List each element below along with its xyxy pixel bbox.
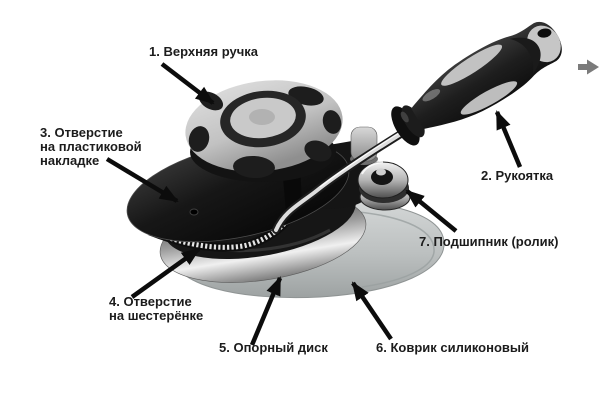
arrow-4-gear-hole xyxy=(130,247,201,299)
arrow-3-cover-hole xyxy=(105,157,179,203)
side-handle xyxy=(391,21,562,146)
label-top-handle: 1. Верхняя ручка xyxy=(149,44,258,59)
arrow-5-support-disk xyxy=(249,276,283,346)
label-gear-hole: 4. Отверстие на шестерёнке xyxy=(109,294,204,323)
label-silicone-mat: 6. Коврик силиконовый xyxy=(376,340,529,355)
bearing-roller xyxy=(357,161,411,211)
arrow-2-handle xyxy=(494,110,523,168)
arrow-7-bearing xyxy=(405,189,458,233)
callout-arrows xyxy=(105,62,523,346)
right-arrow-icon xyxy=(578,59,599,75)
label-handle: 2. Рукоятка xyxy=(481,168,554,183)
label-bearing: 7. Подшипник (ролик) xyxy=(419,234,559,249)
arrow-1-top-handle xyxy=(160,62,215,105)
arrow-6-silicone-mat xyxy=(351,281,393,341)
cover-hole xyxy=(189,208,199,216)
label-plastic-cover-hole: 3. Отверстие на пластиковой накладке xyxy=(40,125,142,168)
label-support-disk: 5. Опорный диск xyxy=(219,340,328,355)
top-handle-knob xyxy=(185,80,343,182)
